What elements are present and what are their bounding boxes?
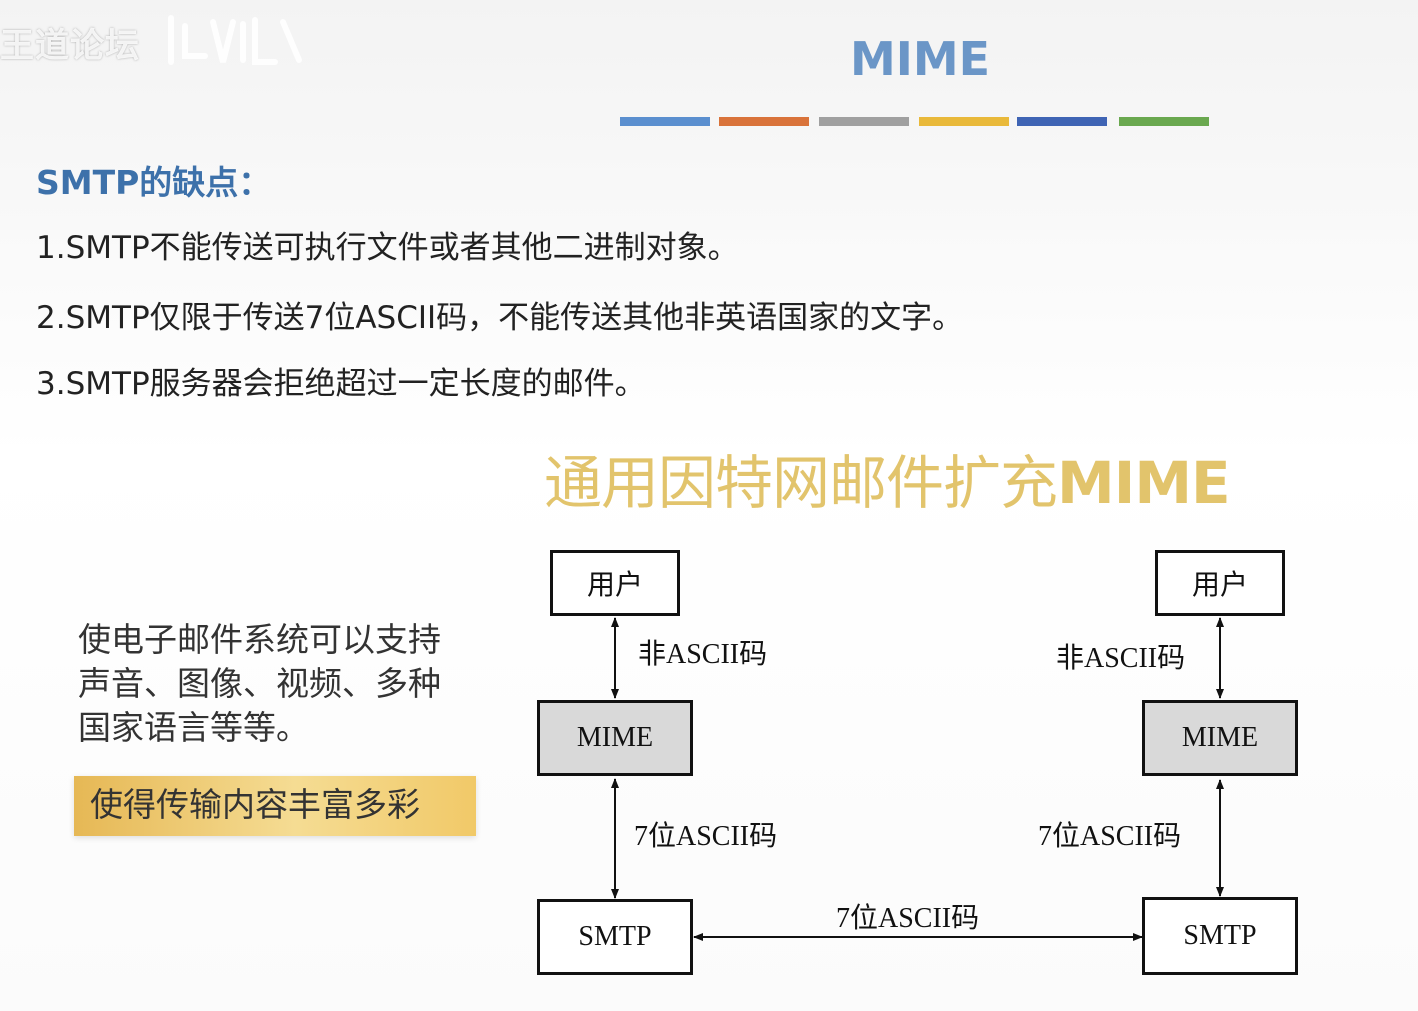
- left-smtp-box: SMTP: [537, 899, 693, 975]
- drawback-item-2: 2.SMTP仅限于传送7位ASCII码，不能传送其他非英语国家的文字。: [36, 300, 964, 336]
- right-user-box: 用户: [1155, 550, 1285, 616]
- left-upper-label: 非ASCII码: [638, 639, 768, 670]
- right-lower-label: 7位ASCII码: [1038, 821, 1182, 852]
- highlight-text: 使得传输内容丰富多彩: [90, 785, 420, 824]
- mime-title-text: 通用因特网邮件扩充: [544, 449, 1058, 517]
- mime-description: 使电子邮件系统可以支持声音、图像、视频、多种国家语言等等。: [78, 620, 441, 747]
- middle-label: 7位ASCII码: [836, 903, 980, 934]
- color-bar-3: [819, 117, 909, 126]
- left-mime-box: MIME: [537, 700, 693, 776]
- color-bar-6: [1119, 117, 1209, 126]
- right-upper-label: 非ASCII码: [1056, 643, 1186, 674]
- right-mime-box: MIME: [1142, 700, 1298, 776]
- mime-diagram: 用户 MIME SMTP 用户 MIME SMTP 非ASCII码 7位ASCI…: [526, 536, 1406, 996]
- right-smtp-box: SMTP: [1142, 897, 1298, 975]
- color-bar-4: [919, 117, 1009, 126]
- section-heading: SMTP的缺点：: [36, 163, 272, 202]
- watermark-text: 王道论坛: [0, 26, 140, 66]
- mime-title: 通用因特网邮件扩充MIME: [544, 436, 1231, 520]
- slide-title: MIME: [849, 32, 991, 86]
- left-user-box: 用户: [550, 550, 680, 616]
- color-bar-5: [1017, 117, 1107, 126]
- mime-title-accent: MIME: [1057, 449, 1231, 517]
- color-bar-1: [620, 117, 710, 126]
- diagram-arrows: [611, 617, 1224, 941]
- highlight-banner: 使得传输内容丰富多彩: [74, 776, 476, 836]
- left-lower-label: 7位ASCII码: [634, 821, 778, 852]
- drawback-item-3: 3.SMTP服务器会拒绝超过一定长度的邮件。: [36, 366, 646, 402]
- drawback-item-1: 1.SMTP不能传送可执行文件或者其他二进制对象。: [36, 230, 739, 266]
- color-bar-2: [719, 117, 809, 126]
- watermark-logo-icon: [168, 15, 302, 65]
